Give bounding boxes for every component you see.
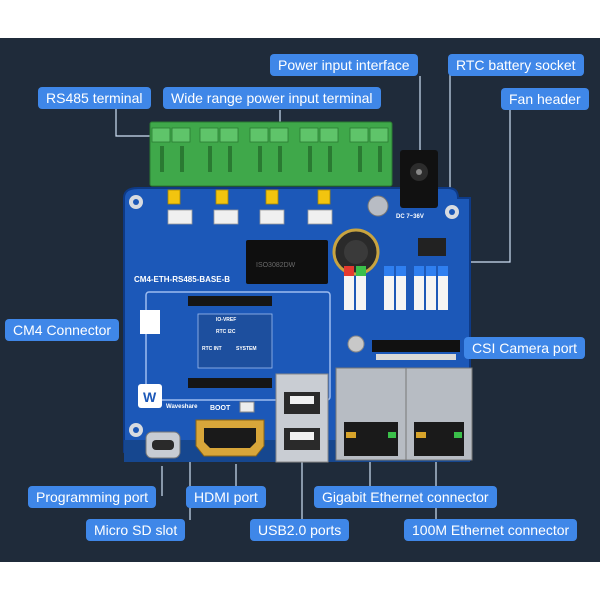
cm4-connector-bottom [188,378,272,388]
waveshare-logo: W Waveshare [138,384,198,410]
svg-text:RTC I2C: RTC I2C [216,329,236,335]
callout-fan-header: Fan header [501,88,589,110]
board-illustration: DC 7~36V ISO3082DW CM4-ETH-RS485-BASE-B … [115,64,511,520]
product-diagram: DC 7~36V ISO3082DW CM4-ETH-RS485-BASE-B … [0,38,600,562]
component-crystal [347,335,365,353]
callout-cm4-connector: CM4 Connector [5,319,120,341]
csi-connector [372,340,460,352]
csi-latch [376,354,456,360]
svg-text:Waveshare: Waveshare [166,404,198,410]
terminal-blocks [149,121,393,187]
svg-text:W: W [143,389,157,405]
rj45-100m [405,367,473,461]
callout-100m-ethernet-connector: 100M Ethernet connector [404,519,578,541]
dc-jack [400,150,438,208]
callout-gigabit-ethernet-connector: Gigabit Ethernet connector [314,486,497,508]
white-headers [167,209,333,225]
fan-header-connector [418,238,446,256]
board-model-label: CM4-ETH-RS485-BASE-B [134,275,230,284]
cm4-connector-top [188,296,272,306]
mounting-holes [129,195,459,437]
hdmi-connector [195,419,265,457]
callout-micro-sd-slot: Micro SD slot [86,519,186,541]
callout-power-input-interface: Power input interface [270,54,418,76]
boot-switch [239,401,255,413]
callout-wide-range-power-input-terminal: Wide range power input terminal [163,87,381,109]
usb-stack [275,373,329,463]
svg-text:SYSTEM: SYSTEM [236,346,257,352]
capacitor [367,195,389,217]
boot-label: BOOT [210,405,231,412]
isolation-chip [246,240,328,284]
cm4-outline [145,291,331,401]
config-table: IO-VREF RTC I2C RTC INT SYSTEM [197,313,273,369]
chip-label: ISO3082DW [256,262,296,269]
jumpers [167,189,331,205]
rj45-gigabit [335,367,407,461]
callout-csi-camera-port: CSI Camera port [464,337,586,359]
svg-text:RTC INT: RTC INT [202,346,222,352]
callout-usb2-ports: USB2.0 ports [250,519,350,541]
svg-text:IO-VREF: IO-VREF [216,317,236,323]
dc-label: DC 7~36V [396,214,424,220]
callout-programming-port: Programming port [28,486,157,508]
led-group [344,266,448,310]
callout-rs485-terminal: RS485 terminal [38,87,151,109]
callout-hdmi-port: HDMI port [186,486,266,508]
white-pad [140,310,160,334]
callout-rtc-battery-socket: RTC battery socket [448,54,584,76]
